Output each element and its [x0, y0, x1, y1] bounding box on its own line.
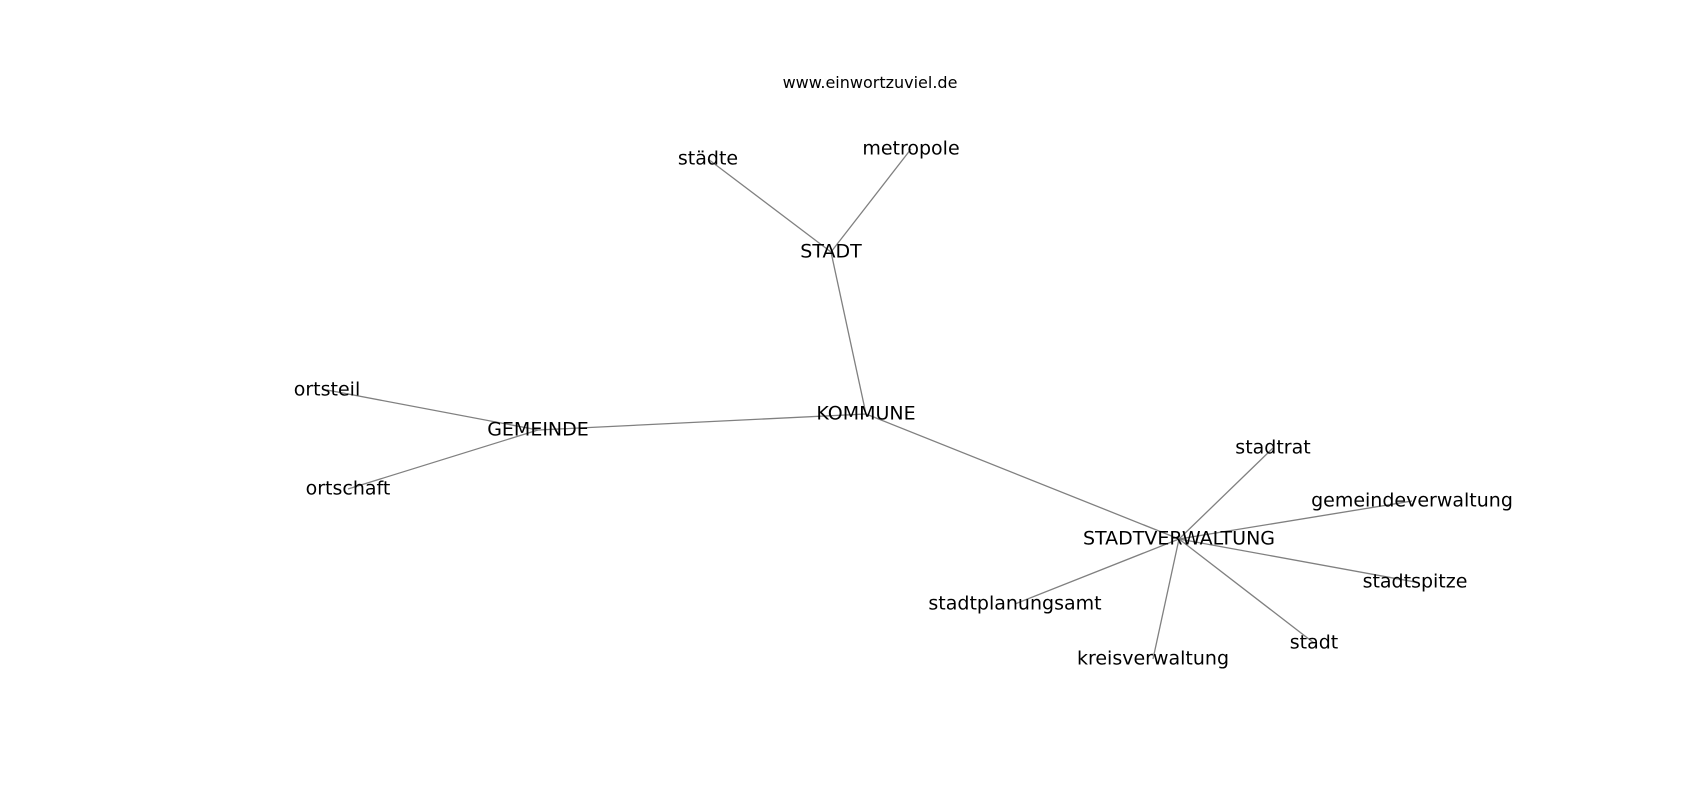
site-watermark: www.einwortzuviel.de	[783, 73, 958, 92]
edge-stadtverwaltung-stadtrat	[1178, 447, 1274, 540]
node-label-stadtspitze: stadtspitze	[1363, 571, 1468, 593]
edge-kommune-stadt	[830, 251, 867, 415]
edge-stadtverwaltung-gemeindeverwaltung	[1178, 500, 1413, 540]
edge-kommune-gemeinde	[537, 413, 867, 431]
graph-nodes: KOMMUNE STADT GEMEINDE STADTVERWALTUNG städt…	[294, 138, 1513, 670]
node-label-stadt: STADT	[800, 241, 862, 263]
node-label-stadtplanungsamt: stadtplanungsamt	[928, 593, 1101, 615]
node-label-ortsteil: ortsteil	[294, 379, 360, 401]
graph-edges	[326, 148, 1416, 660]
node-label-stadtverwaltung: STADTVERWALTUNG	[1083, 528, 1275, 550]
node-label-kommune: KOMMUNE	[816, 403, 915, 425]
edge-stadt-staedte	[707, 158, 832, 253]
edge-stadtverwaltung-stadtspitze	[1178, 538, 1416, 583]
edge-stadt-metropole	[830, 148, 912, 253]
edge-stadtverwaltung-kreisverwaltung	[1152, 538, 1180, 660]
node-label-gemeinde: GEMEINDE	[487, 419, 589, 441]
edge-stadtverwaltung-stadtplanungsamt	[1014, 538, 1180, 605]
edge-stadtverwaltung-stadt	[1178, 538, 1315, 644]
node-label-metropole: metropole	[862, 138, 959, 160]
node-label-gemeindeverwaltung: gemeindeverwaltung	[1311, 490, 1513, 512]
node-label-kreisverwaltung: kreisverwaltung	[1077, 648, 1229, 670]
node-label-staedte: städte	[678, 148, 738, 170]
node-label-stadtrat: stadtrat	[1235, 437, 1310, 459]
node-label-stadt: stadt	[1290, 632, 1339, 654]
node-label-ortschaft: ortschaft	[306, 478, 391, 500]
edge-gemeinde-ortsteil	[326, 389, 539, 431]
edge-gemeinde-ortschaft	[347, 429, 539, 490]
edge-kommune-stadtverwaltung	[865, 413, 1180, 540]
